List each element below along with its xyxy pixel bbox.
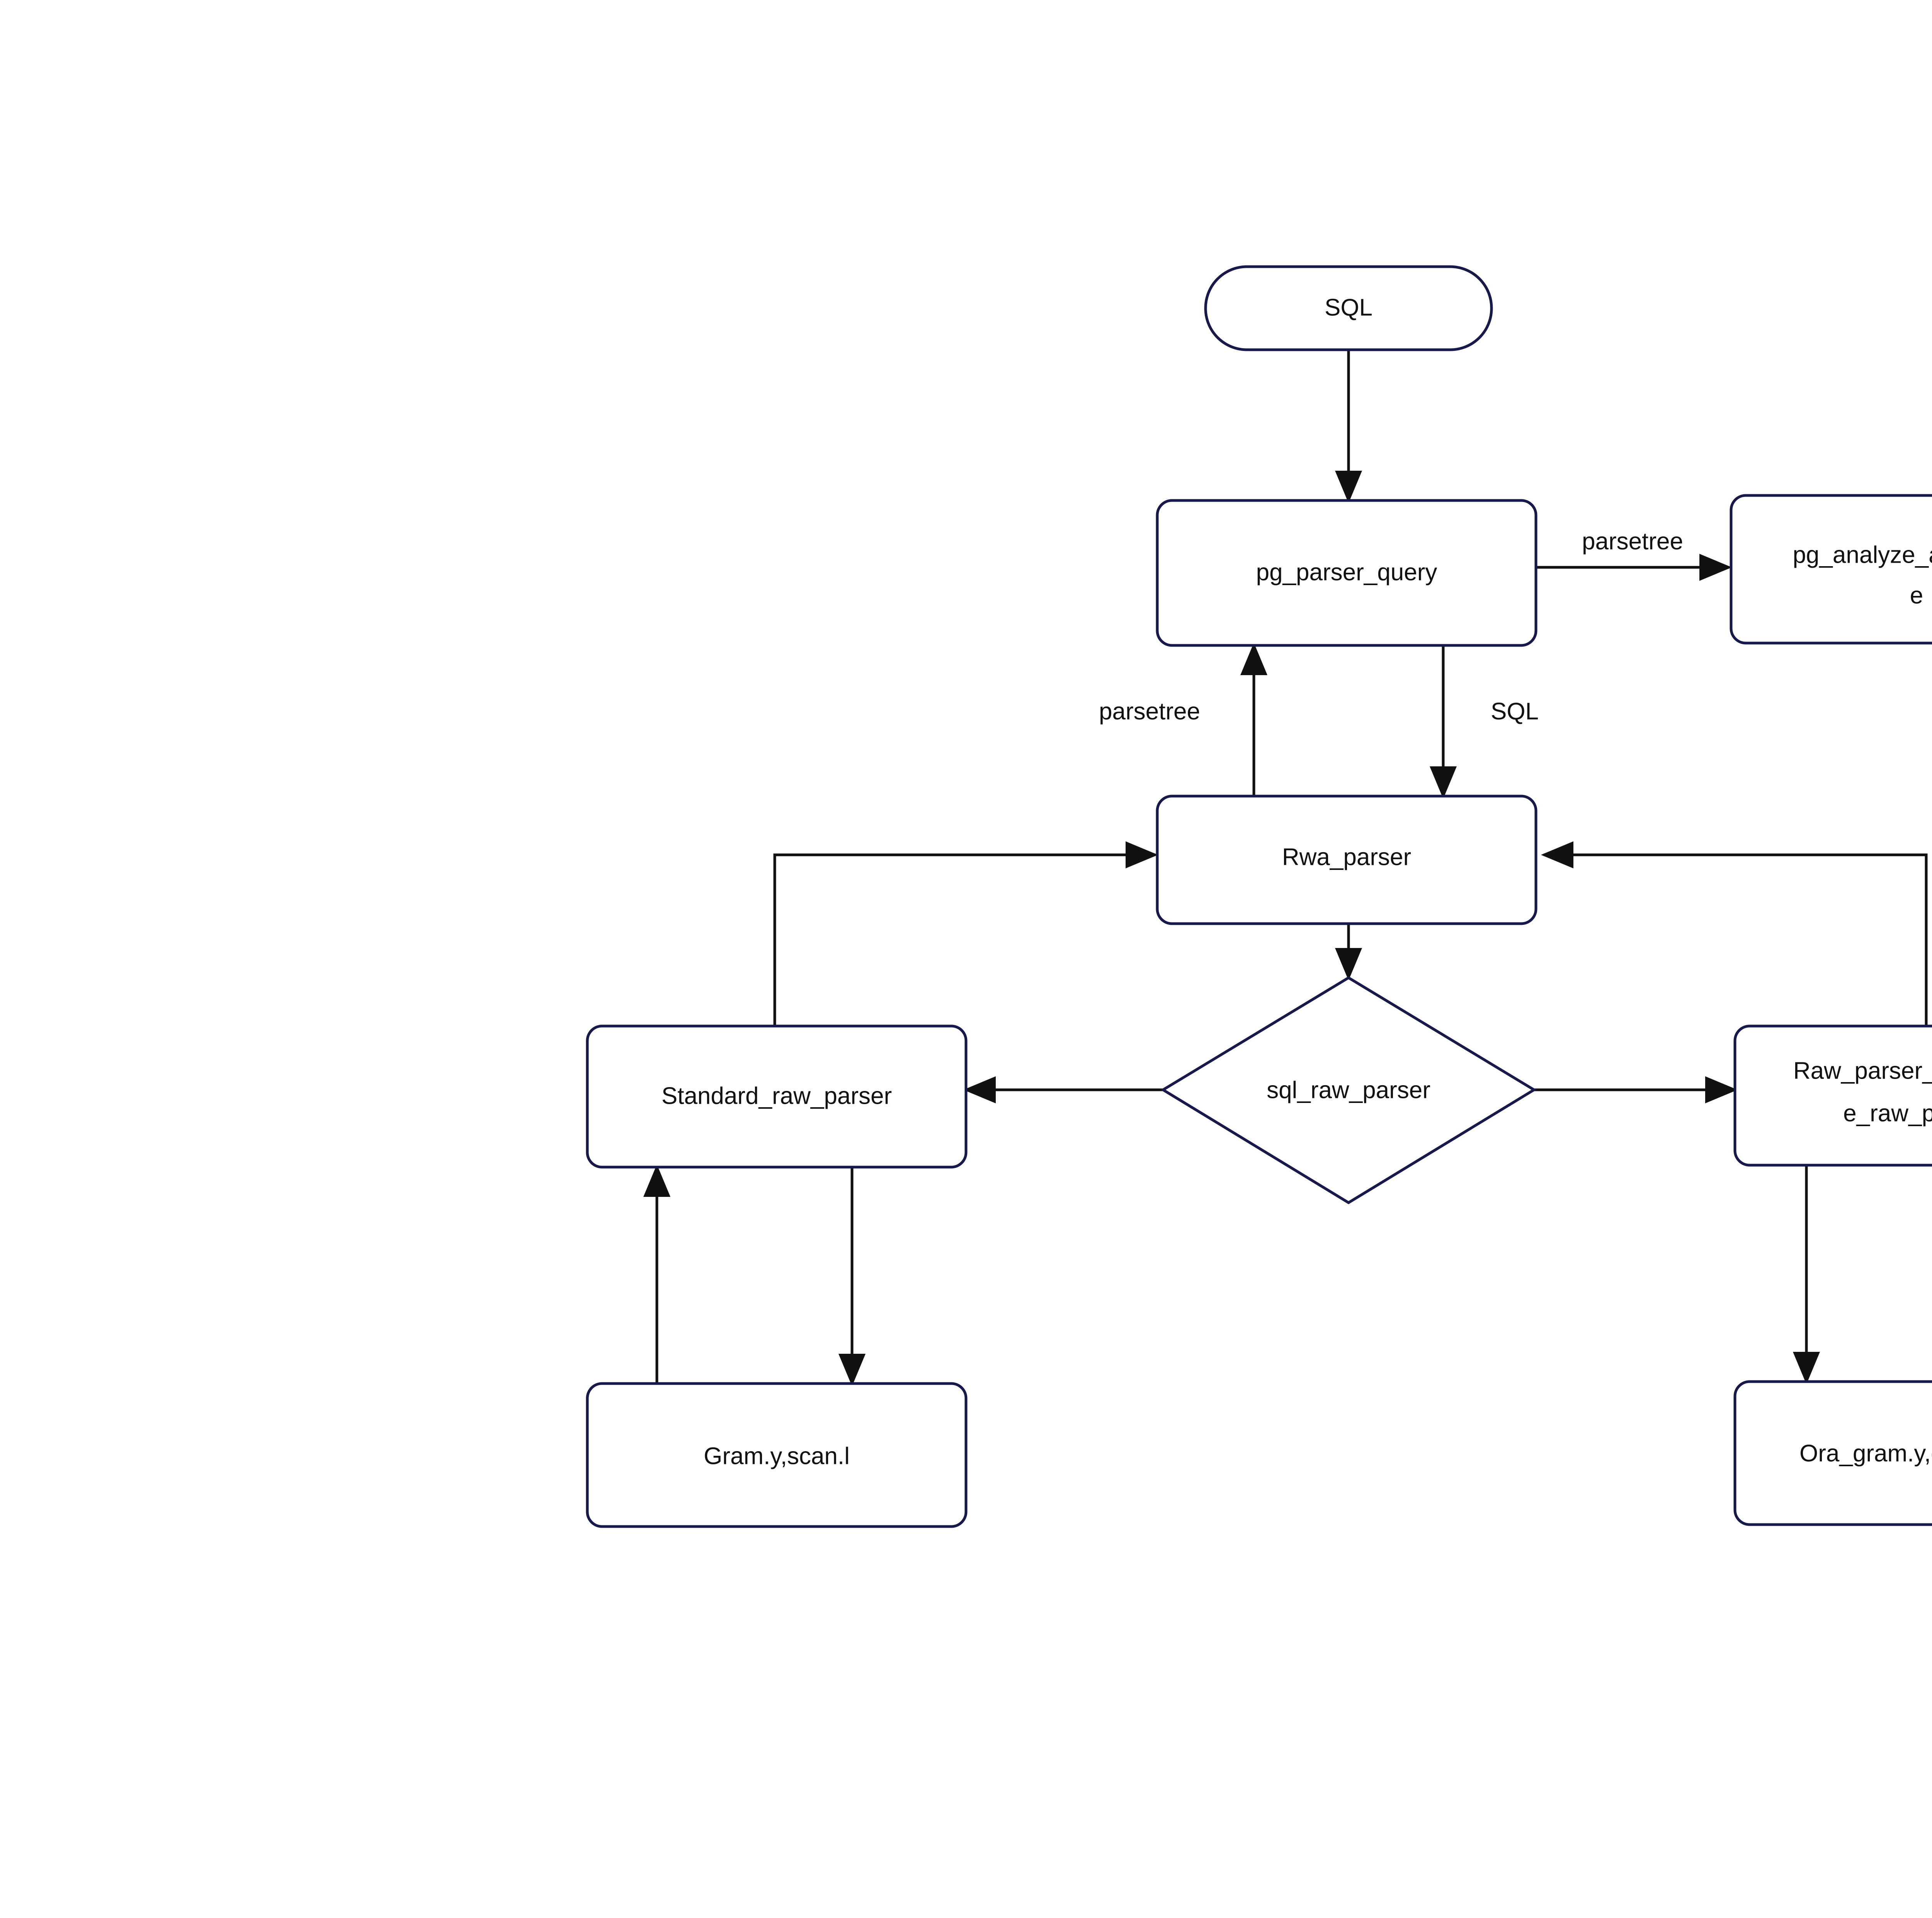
node-sql-start[interactable]: SQL [1204, 265, 1493, 351]
node-pg-analyze-and-rewrite[interactable]: pg_analyze_and_rewrit e [1730, 494, 1932, 645]
node-standard-raw-parser-label: Standard_raw_parser [662, 1082, 892, 1109]
node-gram-scan[interactable]: Gram.y,scan.l [586, 1382, 968, 1528]
node-rwa-parser-label: Rwa_parser [1282, 844, 1411, 870]
node-ora-gram-scan[interactable]: Ora_gram.y,ora_scan.l [1733, 1380, 1932, 1526]
edge-pg-parser-query-to-rwa-parser: SQL [1430, 645, 1539, 799]
node-raw-parser-hook-label-line1: Raw_parser_hook(oracl [1793, 1057, 1932, 1084]
node-standard-raw-parser[interactable]: Standard_raw_parser [586, 1025, 968, 1169]
node-raw-parser-hook-label-line2: e_raw_parser) [1843, 1100, 1932, 1127]
node-sql-raw-parser-label: sql_raw_parser [1267, 1077, 1430, 1103]
edge-rwa-parser-to-pg-parser-query: parsetree [1099, 643, 1267, 800]
edge-standard-raw-parser-to-rwa-parser [773, 841, 1158, 1026]
node-pg-analyze-and-rewrite-label-line1: pg_analyze_and_rewrit [1793, 541, 1932, 568]
node-sql-start-label: SQL [1325, 294, 1372, 321]
edge-pg-parser-query-to-pg-analyze: parsetree [1536, 528, 1732, 581]
edge-raw-parser-hook-to-rwa-parser [1541, 841, 1928, 1026]
node-ora-gram-scan-label: Ora_gram.y,ora_scan.l [1799, 1440, 1932, 1467]
node-pg-parser-query-label: pg_parser_query [1256, 559, 1437, 585]
node-pg-parser-query[interactable]: pg_parser_query [1156, 499, 1537, 647]
node-raw-parser-hook[interactable]: Raw_parser_hook(oracl e_raw_parser) [1733, 1025, 1932, 1167]
edge-label-parsetree-top: parsetree [1582, 528, 1683, 555]
node-gram-scan-label: Gram.y,scan.l [704, 1443, 850, 1469]
node-pg-analyze-and-rewrite-label-line2: e [1910, 582, 1923, 609]
node-sql-raw-parser[interactable]: sql_raw_parser [1160, 976, 1537, 1205]
node-rwa-parser[interactable]: Rwa_parser [1156, 795, 1537, 925]
edge-label-parsetree-mid: parsetree [1099, 698, 1200, 725]
edge-label-sql-mid: SQL [1491, 698, 1539, 725]
